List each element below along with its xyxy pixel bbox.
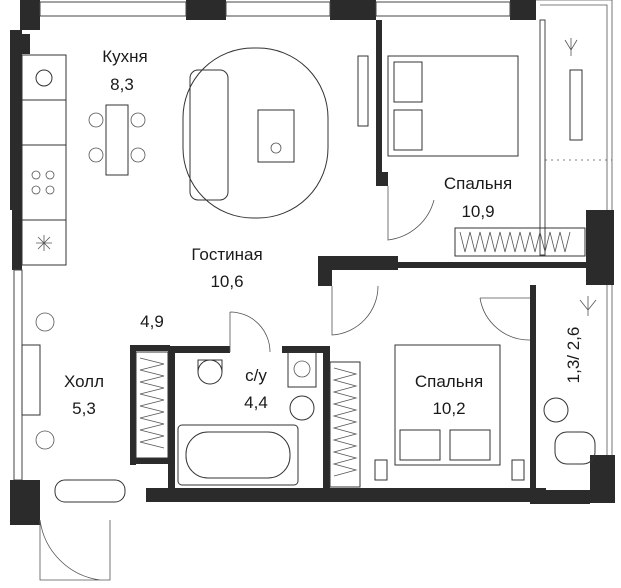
bedroom-2-furniture bbox=[329, 344, 525, 488]
room-area-bedroom-1: 10,9 bbox=[461, 202, 494, 221]
room-area-bedroom-2: 10,2 bbox=[432, 399, 465, 418]
room-name-bedroom-1: Спальня bbox=[444, 174, 512, 193]
balcony-area: 1,3/ 2,6 bbox=[564, 327, 583, 384]
room-name-living: Гостиная bbox=[191, 245, 262, 264]
room-name-bathroom: с/у bbox=[245, 366, 267, 385]
doors bbox=[39, 186, 531, 581]
room-area-hall: 5,3 bbox=[72, 399, 96, 418]
room-name-kitchen: Кухня bbox=[102, 47, 148, 66]
bedroom-1-furniture bbox=[357, 38, 586, 257]
room-area-kitchen: 8,3 bbox=[110, 75, 134, 94]
living-sofa-rug bbox=[182, 47, 329, 219]
room-name-bedroom-2: Спальня bbox=[415, 372, 483, 391]
kitchen-counter bbox=[21, 54, 67, 266]
balcony-furniture bbox=[543, 296, 597, 465]
corridor-area: 4,9 bbox=[140, 312, 164, 331]
room-area-living: 10,6 bbox=[210, 272, 243, 291]
dining-table bbox=[88, 104, 146, 176]
exterior-walls bbox=[10, 0, 615, 525]
bathroom-fixtures bbox=[177, 351, 317, 486]
hall-wardrobe bbox=[21, 312, 169, 503]
room-area-bathroom: 4,4 bbox=[244, 393, 268, 412]
room-name-hall: Холл bbox=[64, 372, 104, 391]
interior-walls bbox=[20, 20, 590, 490]
